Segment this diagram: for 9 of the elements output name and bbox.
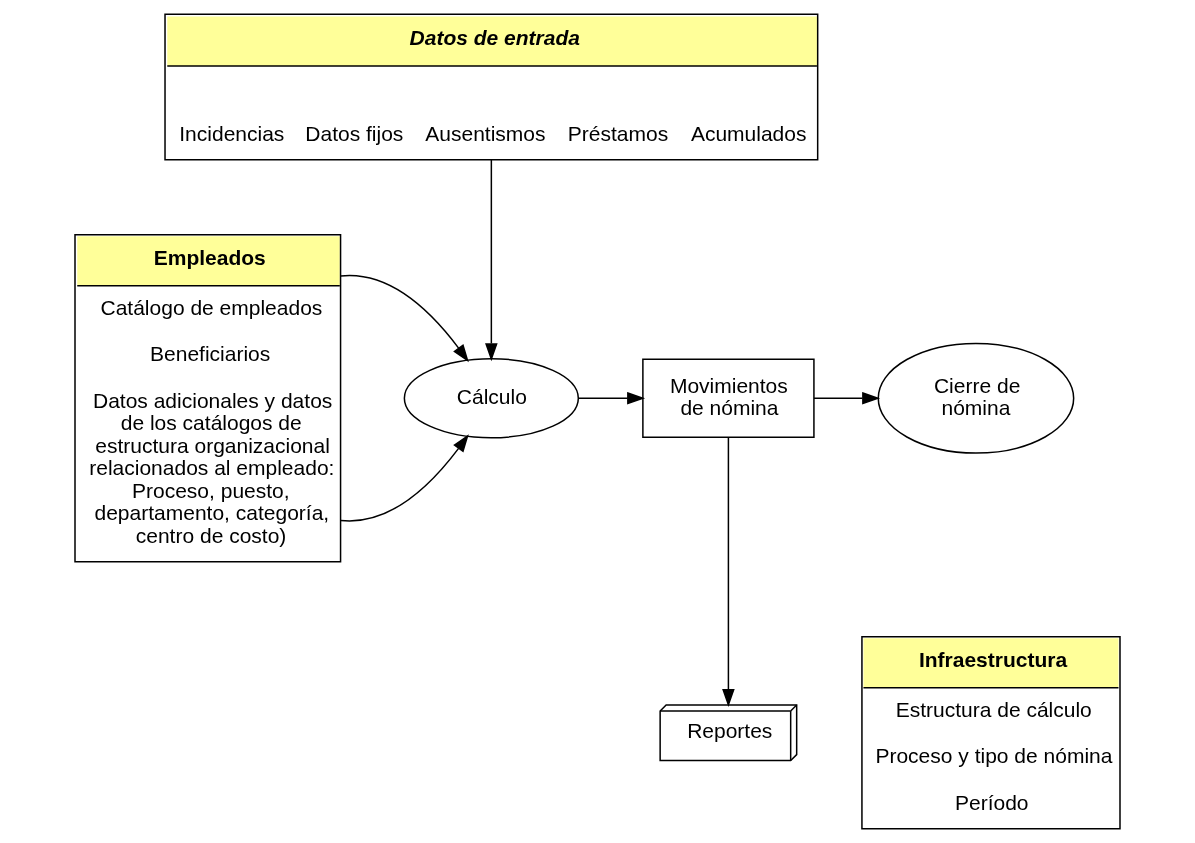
arrow: [722, 437, 735, 707]
arrow: [339, 434, 469, 522]
node-ellipse: Cálculo: [403, 358, 580, 439]
arrow: [813, 391, 881, 405]
arrow: [485, 159, 498, 362]
node-ellipse: Cierre de nómina: [877, 342, 1075, 454]
arrow: [577, 391, 646, 405]
node-box: Movimientos de nómina: [642, 358, 815, 438]
arrow: [339, 274, 469, 363]
